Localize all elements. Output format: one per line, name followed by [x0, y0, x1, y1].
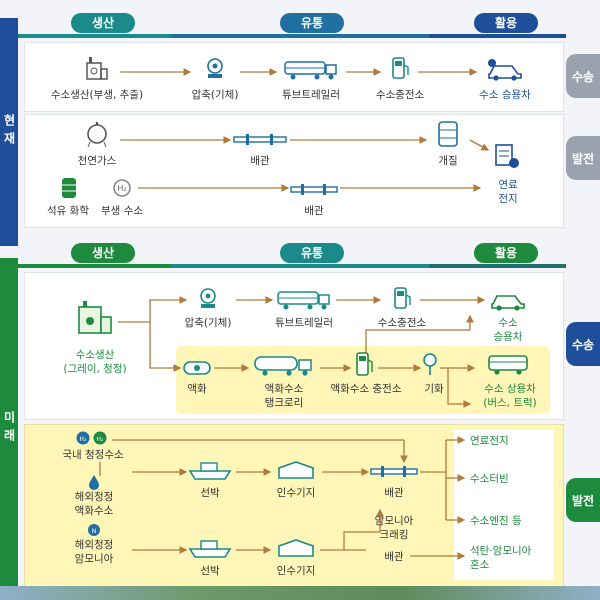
future-side-transport: 수송 [566, 322, 600, 366]
future-label-domestic: 국내 청정수소 [62, 449, 124, 461]
bus-icon [488, 355, 528, 375]
future-label-tube-trailer: 튜브트레일러 [275, 317, 333, 329]
current-label-byproduct: 부생 수소 [101, 205, 143, 217]
landscape-illustration [0, 586, 600, 600]
current-band-label: 현재 [2, 114, 16, 150]
future-label-terminal-1: 인수기지 [276, 487, 316, 499]
liquid-charging-icon [356, 352, 373, 376]
future-label-overseas-ammonia: 해외청정 암모니아 [74, 539, 114, 565]
future-label-commercial-vehicle: 수소 상용차 (버스, 트럭) [483, 383, 537, 409]
tube-trailer-icon-2 [277, 291, 330, 310]
liquefaction-icon [183, 361, 211, 375]
h2-badge-icon: H₂ [113, 179, 131, 197]
current-side-power: 발전 [566, 136, 600, 180]
fuel-cell-icon [495, 144, 519, 168]
future-label-cracking: 암모니아 크래킹 [374, 515, 414, 541]
future-band: 미래 [0, 258, 18, 600]
svg-text:H₂: H₂ [117, 184, 126, 193]
future-side-transport-label: 수송 [572, 337, 595, 352]
natural-gas-tank-icon [87, 122, 107, 148]
future-label-ship-2: 선박 [200, 565, 220, 577]
future-header-strip [18, 264, 566, 268]
tube-trailer-icon [284, 61, 337, 80]
future-label-vaporize: 기화 [424, 383, 444, 395]
charging-station-icon-2 [394, 287, 411, 309]
current-header-distribution: 유통 [280, 13, 344, 33]
future-label-tank-lorry: 액화수소 탱크로리 [264, 383, 304, 409]
current-panel-power [24, 114, 564, 228]
compressor-icon-2 [200, 288, 216, 308]
current-label-tube-trailer: 튜브트레일러 [282, 89, 340, 101]
future-power-output-box [454, 430, 554, 580]
current-label-fuel-cell: 연료 전지 [498, 179, 518, 205]
oil-barrel-icon [62, 178, 76, 198]
vaporizer-icon [423, 353, 437, 375]
current-label-natural-gas: 천연가스 [77, 155, 117, 167]
pipeline-icon-3 [370, 466, 418, 477]
future-band-label: 미래 [2, 411, 16, 447]
output-fuel-cell: 연료전지 [470, 435, 509, 447]
future-side-power-label: 발전 [572, 493, 595, 508]
current-label-charging: 수소충전소 [375, 89, 425, 101]
current-label-compression: 압축(기체) [191, 89, 239, 101]
current-label-reforming: 개질 [438, 155, 458, 167]
future-label-pipe-4: 배관 [384, 551, 404, 563]
factory-icon [86, 57, 108, 80]
current-label-vehicle: 수소 승용차 [479, 89, 531, 101]
current-label-petrochem: 석유 화학 [47, 205, 89, 217]
svg-text:H₂: H₂ [80, 436, 88, 443]
future-header-distribution: 유통 [280, 243, 344, 263]
future-header-utilization: 활용 [474, 243, 538, 263]
car-icon [488, 59, 522, 81]
terminal-icon [278, 461, 314, 479]
output-hydrogen-engine: 수소엔진 등 [470, 515, 522, 527]
svg-text:N: N [92, 528, 97, 535]
future-label-pipe-3: 배관 [384, 487, 404, 499]
tank-lorry-icon [254, 356, 312, 376]
future-label-production: 수소생산 (그레이, 청정) [63, 349, 127, 375]
output-co-firing: 석탄·암모니아 혼소 [470, 545, 532, 571]
future-label-vehicle: 수소 승용차 [493, 317, 523, 343]
charging-station-icon [392, 57, 409, 79]
droplet-icon [89, 475, 99, 490]
current-header-utilization: 활용 [474, 13, 538, 33]
output-hydrogen-turbine: 수소터빈 [470, 473, 509, 485]
current-band: 현재 [0, 18, 18, 246]
ammonia-icon: N [88, 524, 100, 536]
future-label-compression: 압축(기체) [184, 317, 232, 329]
current-header-strip [18, 34, 566, 38]
future-label-liq-charging: 액화수소 충전소 [330, 383, 402, 395]
ship-icon-2 [188, 540, 232, 558]
h2-badge-icon-2: H₂ H₂ [76, 431, 107, 445]
future-side-power: 발전 [566, 478, 600, 522]
pipeline-icon [233, 134, 287, 145]
future-header-production: 생산 [71, 243, 135, 263]
future-label-charging: 수소충전소 [377, 317, 427, 329]
future-label-ship-1: 선박 [200, 487, 220, 499]
current-header-production: 생산 [71, 13, 135, 33]
green-factory-icon [78, 301, 112, 334]
current-side-transport-label: 수송 [572, 69, 595, 84]
ship-icon [188, 462, 232, 480]
future-label-overseas-liquid: 해외청정 액화수소 [74, 491, 114, 517]
terminal-icon-2 [278, 539, 314, 557]
future-label-liquefaction: 액화 [187, 383, 207, 395]
pipeline-icon-2 [290, 184, 338, 195]
future-label-terminal-2: 인수기지 [276, 565, 316, 577]
car-icon-2 [491, 295, 525, 311]
current-label-production: 수소생산(부생, 추출) [50, 89, 144, 101]
current-side-transport: 수송 [566, 54, 600, 98]
compressor-icon [207, 58, 223, 78]
current-label-pipe-2: 배관 [304, 205, 324, 217]
svg-text:H₂: H₂ [97, 436, 105, 443]
current-side-power-label: 발전 [572, 151, 595, 166]
current-label-pipe-1: 배관 [250, 155, 270, 167]
reformer-icon [438, 121, 458, 147]
